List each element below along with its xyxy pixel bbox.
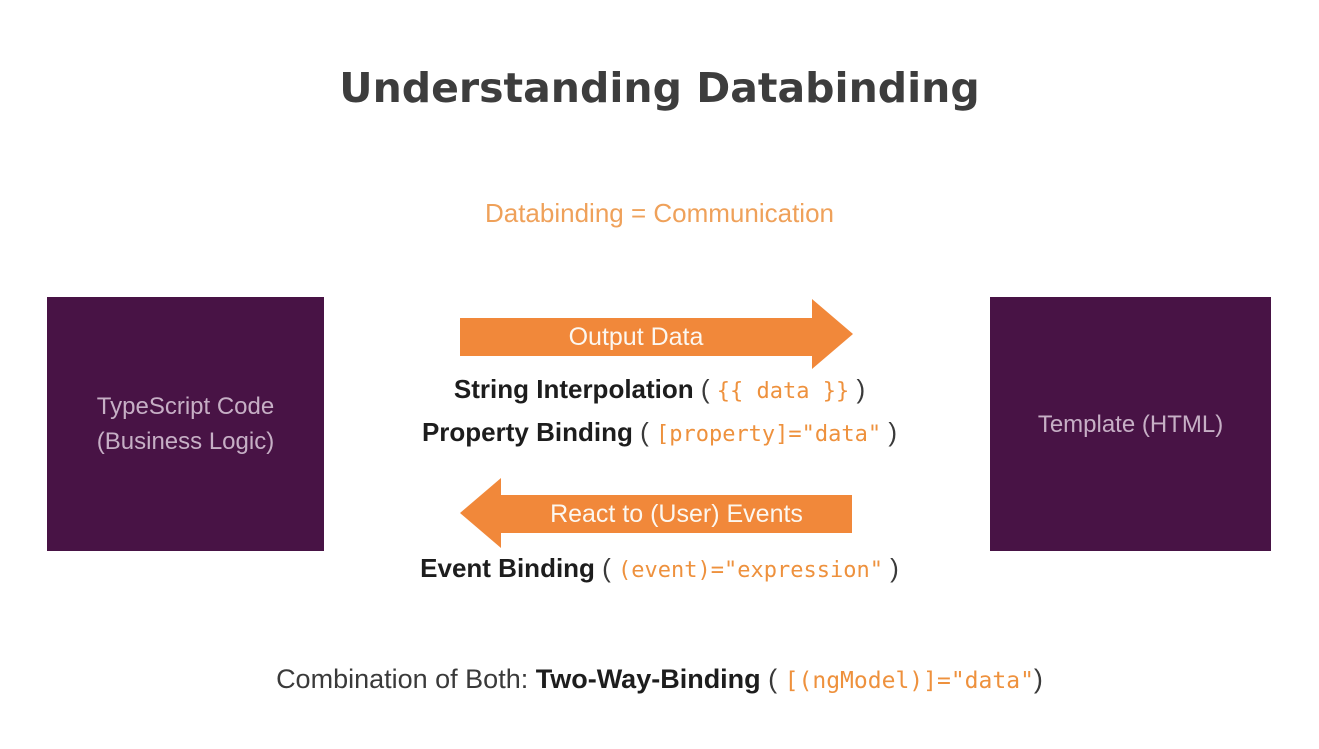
react-arrow-body: React to (User) Events (501, 495, 852, 533)
footer-prefix: Combination of Both: (276, 664, 536, 694)
paren-close: ) (849, 374, 866, 404)
page-title: Understanding Databinding (339, 64, 980, 112)
paren-open: ( (632, 417, 656, 447)
two-way-binding-line: Combination of Both: Two-Way-Binding ( [… (0, 664, 1319, 695)
paren-open: ( (693, 374, 717, 404)
typescript-code-box: TypeScript Code (Business Logic) (47, 297, 324, 551)
arrow-right-icon (812, 299, 853, 369)
event-binding-code: (event)="expression" (618, 558, 883, 583)
property-binding-label: Property Binding (421, 417, 633, 447)
template-box-label: Template (HTML) (1037, 410, 1224, 438)
typescript-box-line1: TypeScript Code (96, 393, 275, 420)
react-arrow-label: React to (User) Events (550, 499, 803, 528)
event-binding-line: Event Binding ( (event)="expression" ) (0, 553, 1319, 584)
output-data-arrow: Output Data (460, 299, 853, 369)
two-way-binding-label: Two-Way-Binding (535, 664, 761, 694)
paren-open: ( (594, 553, 619, 583)
event-binding-label: Event Binding (420, 553, 595, 583)
string-interpolation-line: String Interpolation ( {{ data }} ) (0, 374, 1319, 405)
output-arrow-label: Output Data (568, 322, 704, 351)
paren-close: ) (1033, 664, 1043, 694)
subtitle: Databinding = Communication (484, 198, 835, 228)
paren-close: ) (881, 417, 898, 447)
property-binding-line: Property Binding ( [property]="data" ) (0, 417, 1319, 448)
output-arrow-body: Output Data (460, 318, 812, 356)
arrow-left-icon (460, 478, 501, 548)
string-interpolation-code: {{ data }} (716, 379, 850, 404)
paren-close: ) (882, 553, 899, 583)
paren-open: ( (760, 664, 785, 694)
two-way-binding-code: [(ngModel)]="data" (784, 668, 1034, 694)
property-binding-code: [property]="data" (655, 422, 882, 447)
template-html-box: Template (HTML) (990, 297, 1271, 551)
string-interpolation-label: String Interpolation (453, 374, 694, 404)
react-events-arrow: React to (User) Events (460, 478, 852, 548)
typescript-box-line2: (Business Logic) (96, 428, 275, 455)
